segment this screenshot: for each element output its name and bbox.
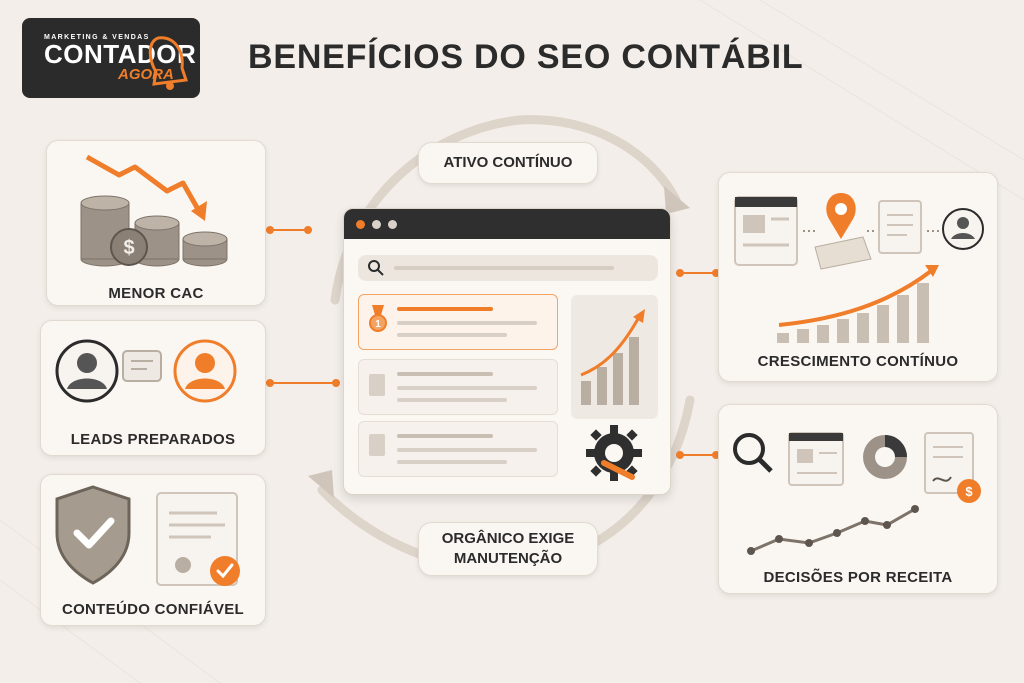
card-conteudo: CONTEÚDO CONFIÁVEL bbox=[40, 474, 266, 626]
search-icon bbox=[733, 433, 765, 465]
card-label-menor-cac: MENOR CAC bbox=[108, 285, 204, 302]
pill-organico-line1: ORGÂNICO EXIGE bbox=[441, 530, 575, 547]
card-leads: LEADS PREPARADOS bbox=[40, 320, 266, 456]
browser-titlebar bbox=[344, 209, 670, 239]
svg-text:1: 1 bbox=[375, 319, 381, 330]
leads-icons bbox=[55, 339, 237, 403]
growth-icons bbox=[734, 193, 984, 343]
dollar-coin-icon bbox=[957, 479, 981, 503]
browser-mockup: 1 bbox=[343, 208, 671, 495]
brand-logo: MARKETING & VENDAS CONTADOR AGORA bbox=[22, 18, 200, 98]
logo-brand: CONTADOR bbox=[44, 39, 197, 69]
window-dot bbox=[372, 220, 381, 229]
card-label-leads: LEADS PREPARADOS bbox=[70, 431, 236, 448]
svg-text:$: $ bbox=[123, 237, 134, 259]
card-label-conteudo: CONTEÚDO CONFIÁVEL bbox=[61, 601, 245, 618]
search-result-top: 1 bbox=[358, 294, 558, 350]
trust-icons bbox=[55, 485, 240, 586]
medal-icon: 1 bbox=[369, 305, 387, 332]
card-label-crescimento: CRESCIMENTO CONTÍNUO bbox=[757, 353, 959, 370]
search-bar bbox=[358, 255, 658, 281]
money-down-icon: $ bbox=[80, 154, 228, 267]
card-label-decisoes: DECISÕES POR RECEITA bbox=[763, 569, 953, 586]
dollar-coin-icon bbox=[110, 228, 148, 266]
search-icon bbox=[368, 260, 384, 276]
card-menor-cac: $ MENOR CAC bbox=[46, 140, 266, 306]
card-crescimento: CRESCIMENTO CONTÍNUO bbox=[718, 172, 998, 382]
growth-panel bbox=[571, 295, 658, 419]
pill-organico-line2: MANUTENÇÃO bbox=[453, 550, 563, 567]
search-result bbox=[358, 421, 558, 477]
gear-wrench-icon bbox=[586, 425, 642, 481]
page-title: BENEFÍCIOS DO SEO CONTÁBIL bbox=[248, 38, 804, 76]
map-icon bbox=[814, 236, 872, 270]
svg-text:$: $ bbox=[965, 484, 973, 499]
growth-bars-icon bbox=[580, 309, 645, 405]
search-result bbox=[358, 359, 558, 415]
logo-tagline: MARKETING & VENDAS bbox=[44, 34, 150, 41]
pill-organico: ORGÂNICO EXIGE MANUTENÇÃO bbox=[418, 522, 598, 576]
decision-icons: $ bbox=[733, 432, 981, 555]
window-dot bbox=[356, 220, 365, 229]
shield-check-icon bbox=[55, 485, 131, 585]
logo-brand-sub: AGORA bbox=[118, 66, 174, 83]
document-icon bbox=[878, 200, 922, 254]
pill-ativo-continuo: ATIVO CONTÍNUO bbox=[418, 142, 598, 184]
chat-bubble-icon bbox=[122, 350, 162, 382]
bell-icon bbox=[148, 36, 188, 90]
pill-ativo-label: ATIVO CONTÍNUO bbox=[443, 154, 573, 171]
map-pin-icon bbox=[826, 193, 856, 239]
window-dot bbox=[388, 220, 397, 229]
card-decisoes: $ DECISÕES POR RECEITA bbox=[718, 404, 998, 594]
